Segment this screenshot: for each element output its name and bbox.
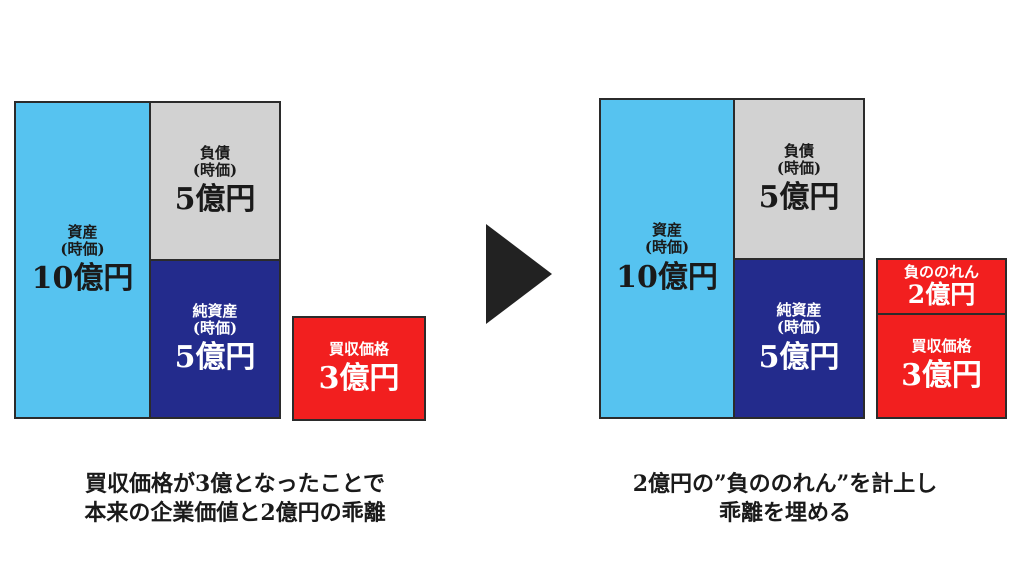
left-purchase-price-amount: 3億円 bbox=[318, 360, 400, 396]
left-net-assets-label: 純資産 bbox=[192, 301, 238, 320]
left-liabilities-sublabel: (時価) bbox=[192, 160, 238, 179]
left-liabilities-label: 負債 bbox=[199, 143, 230, 162]
left-net-assets-box: 純資産 (時価) 5億円 bbox=[149, 259, 281, 419]
left-liabilities-box: 負債 (時価) 5億円 bbox=[149, 101, 281, 261]
left-assets-sublabel: (時価) bbox=[60, 239, 105, 258]
right-liabilities-amount: 5億円 bbox=[758, 180, 840, 215]
left-assets-box: 資産 (時価) 10億円 bbox=[14, 101, 151, 419]
right-assets-box: 資産 (時価) 10億円 bbox=[599, 98, 735, 419]
right-negative-goodwill-amount: 2億円 bbox=[907, 279, 976, 309]
left-liabilities-amount: 5億円 bbox=[174, 182, 256, 217]
play-arrow-icon bbox=[486, 224, 552, 324]
right-net-assets-box: 純資産 (時価) 5億円 bbox=[733, 258, 865, 419]
right-caption: 2億円の”負ののれん”を計上し 乖離を埋める bbox=[570, 470, 1000, 527]
right-purchase-price-amount: 3億円 bbox=[901, 358, 982, 394]
left-net-assets-sublabel: (時価) bbox=[192, 318, 238, 337]
right-net-assets-sublabel: (時価) bbox=[776, 318, 822, 337]
right-liabilities-label: 負債 bbox=[783, 141, 814, 160]
right-purchase-price-box: 買収価格 3億円 bbox=[876, 313, 1007, 419]
right-purchase-price-label: 買収価格 bbox=[911, 337, 972, 356]
right-liabilities-box: 負債 (時価) 5億円 bbox=[733, 98, 865, 260]
left-caption-line-1: 買収価格が3億となったことで bbox=[85, 471, 385, 497]
left-assets-amount: 10億円 bbox=[31, 261, 134, 296]
right-net-assets-label: 純資産 bbox=[776, 301, 822, 319]
right-caption-line-2: 乖離を埋める bbox=[718, 499, 851, 526]
right-negative-goodwill-box: 負ののれん 2億円 bbox=[876, 258, 1007, 315]
right-assets-amount: 10億円 bbox=[616, 259, 718, 295]
right-assets-label: 資産 bbox=[651, 221, 682, 239]
left-purchase-price-label: 買収価格 bbox=[328, 339, 389, 358]
right-net-assets-amount: 5億円 bbox=[758, 339, 840, 375]
left-caption-line-2: 本来の企業価値と2億円の乖離 bbox=[84, 499, 386, 526]
left-caption: 買収価格が3億となったことで 本来の企業価値と2億円の乖離 bbox=[20, 470, 450, 527]
left-purchase-price-box: 買収価格 3億円 bbox=[292, 316, 426, 421]
left-assets-label: 資産 bbox=[67, 222, 98, 241]
right-liabilities-sublabel: (時価) bbox=[776, 158, 822, 177]
right-assets-sublabel: (時価) bbox=[644, 238, 690, 257]
left-net-assets-amount: 5億円 bbox=[174, 340, 256, 375]
right-caption-line-1: 2億円の”負ののれん”を計上し bbox=[632, 471, 938, 497]
right-negative-goodwill-label: 負ののれん bbox=[903, 262, 979, 281]
